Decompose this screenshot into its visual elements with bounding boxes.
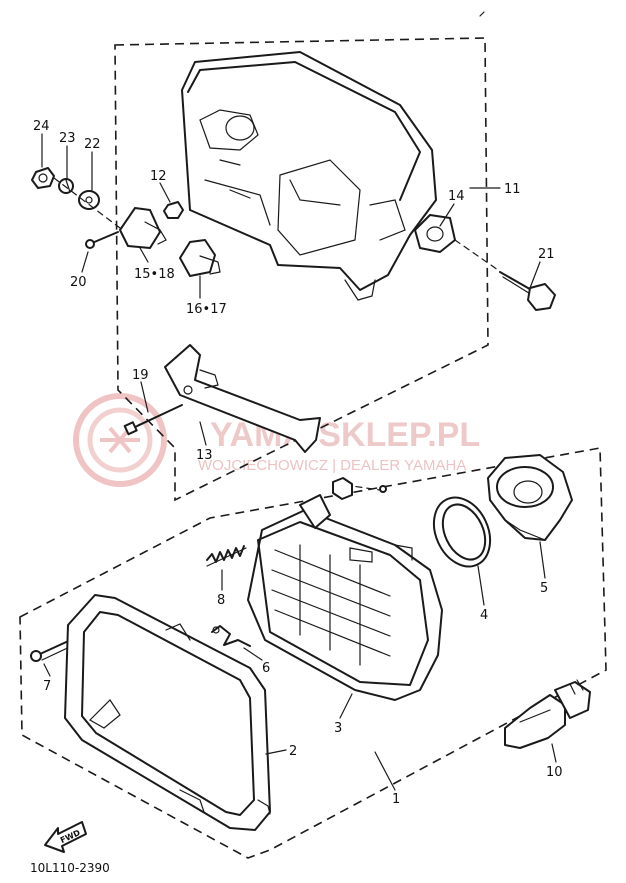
lock-washer-23: [58, 178, 74, 194]
callout-4: 4: [480, 608, 488, 623]
callout-20: 20: [70, 275, 87, 290]
nut-12: [163, 201, 184, 219]
watermark-logo: [73, 393, 167, 487]
lower-group-outline: [19, 447, 607, 859]
nut-24: [31, 167, 55, 189]
headlight-case: [181, 51, 437, 301]
callout-labels: 24 23 22 12 14 11 21 20 15•18 16•17 19 1…: [33, 119, 563, 807]
callout-16-17: 16•17: [186, 302, 227, 317]
clip-6: [211, 625, 251, 647]
callout-22: 22: [84, 137, 101, 152]
grommet-14: [414, 214, 456, 253]
callout-12: 12: [150, 169, 167, 184]
headlight-unit: [247, 494, 443, 701]
adjuster-nut: [332, 477, 387, 500]
grommet-16-17: [179, 239, 221, 277]
scan-mark: [479, 11, 485, 17]
leader-lines: [41, 133, 557, 791]
callout-24: 24: [33, 119, 50, 134]
headlight-rim: [64, 594, 271, 831]
callout-7: 7: [43, 679, 51, 694]
callout-14: 14: [448, 189, 465, 204]
callout-11: 11: [504, 182, 521, 197]
spring-8: [206, 545, 247, 567]
bulb-cover: [487, 454, 573, 541]
callout-21: 21: [538, 247, 555, 262]
bolt-19: [123, 404, 183, 436]
retaining-ring: [432, 496, 492, 568]
washer-22: [78, 190, 100, 210]
callout-2: 2: [289, 744, 297, 759]
mounting-bracket: [164, 344, 321, 453]
headlight-bulb: [504, 679, 591, 749]
callout-8: 8: [217, 593, 225, 608]
callout-23: 23: [59, 131, 76, 146]
callout-5: 5: [540, 581, 548, 596]
callout-13: 13: [196, 448, 213, 463]
upper-group-outline: [114, 37, 489, 502]
diagram-code: 10L110-2390: [30, 861, 110, 875]
callout-15-18: 15•18: [134, 267, 175, 282]
watermark-tagline: WOJCIECHOWICZ | DEALER YAMAHA: [198, 457, 466, 474]
forward-arrow: FWD: [44, 821, 87, 853]
callout-3: 3: [334, 721, 342, 736]
bolt-21: [499, 271, 556, 311]
callout-6: 6: [262, 661, 270, 676]
callout-1: 1: [392, 792, 400, 807]
callout-10: 10: [546, 765, 563, 780]
grommet-15-18: [119, 207, 167, 249]
screw-20: [85, 231, 119, 249]
callout-19: 19: [132, 368, 149, 383]
